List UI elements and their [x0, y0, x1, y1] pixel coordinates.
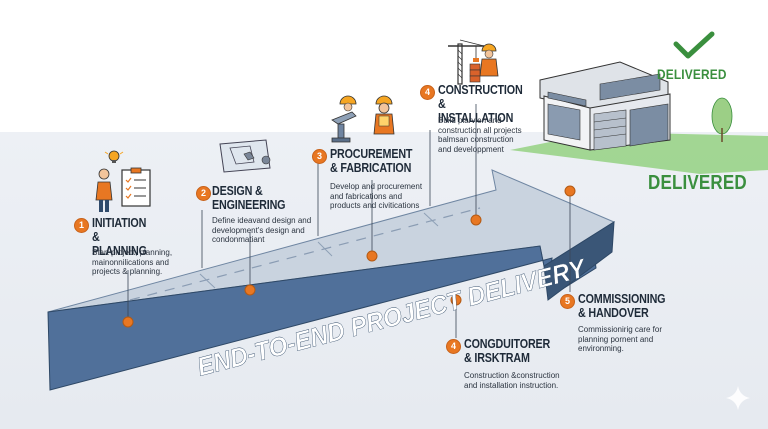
arrow-segment-divider — [317, 241, 333, 257]
steel-beam-icon — [331, 111, 357, 143]
stage-description: Develop and procurement and fabrications… — [330, 182, 423, 210]
crane-icon — [448, 39, 485, 85]
stage-number-badge: 5 — [560, 294, 575, 309]
stage-number-badge: 2 — [196, 186, 211, 201]
stage-number-badge: 3 — [312, 149, 327, 164]
blueprint-icon — [219, 139, 271, 173]
stage-description: Build plarvien and construction all proj… — [438, 116, 522, 154]
stage-description: Construction &construction and installat… — [464, 371, 560, 390]
stage-pin — [122, 316, 134, 328]
worker-hardhat-icon — [479, 43, 499, 77]
delivered-big-label: DELIVERED — [648, 172, 747, 194]
stage-leaders — [127, 104, 571, 338]
stage-title: INITIATION & PLANNING — [92, 216, 147, 258]
stage-number-badge: 4 — [420, 85, 435, 100]
stage-pin — [470, 214, 482, 226]
stage-description: Start project, planning, mainonnilicatio… — [92, 248, 173, 276]
stage-title: CONGDUITORER & IRSKTRAM — [464, 337, 551, 365]
stage-description: Commissionirig care for planning pornent… — [578, 325, 663, 353]
worker-icon — [95, 168, 113, 212]
arrow-dashed-path — [129, 207, 481, 301]
arrow-front-face — [47, 237, 597, 391]
bricks-icon — [469, 63, 481, 83]
stage-title: COMMISSIONING & HANDOVER — [578, 292, 666, 320]
house-icon — [539, 61, 671, 151]
stage-title: CONSTRUCTION & INSTALLATION — [438, 83, 523, 125]
stage-pin — [366, 250, 378, 262]
stage-pin — [450, 294, 462, 306]
stage-number-badge: 1 — [74, 218, 89, 233]
worker-icon — [373, 95, 395, 135]
stage-title: PROCUREMENT & FABRICATION — [330, 147, 413, 175]
clipboard-icon — [121, 167, 151, 207]
arrow-segment-divider — [423, 212, 439, 227]
arrow-side-face — [543, 221, 615, 301]
lightbulb-icon — [104, 150, 124, 163]
worker-hardhat-icon — [339, 95, 357, 112]
stage-pin — [564, 185, 576, 197]
stage-number-badge: 4 — [446, 339, 461, 354]
delivered-label: DELIVERED — [657, 66, 727, 82]
sparkle-icon — [726, 386, 750, 410]
checkmark-icon — [673, 31, 715, 59]
stage-title: DESIGN & ENGINEERING — [212, 184, 286, 212]
arrow-segment-divider — [199, 273, 216, 289]
stage-description: Define ideavand design and development's… — [212, 216, 312, 244]
stage-pin — [244, 284, 256, 296]
tree-icon — [711, 97, 733, 142]
